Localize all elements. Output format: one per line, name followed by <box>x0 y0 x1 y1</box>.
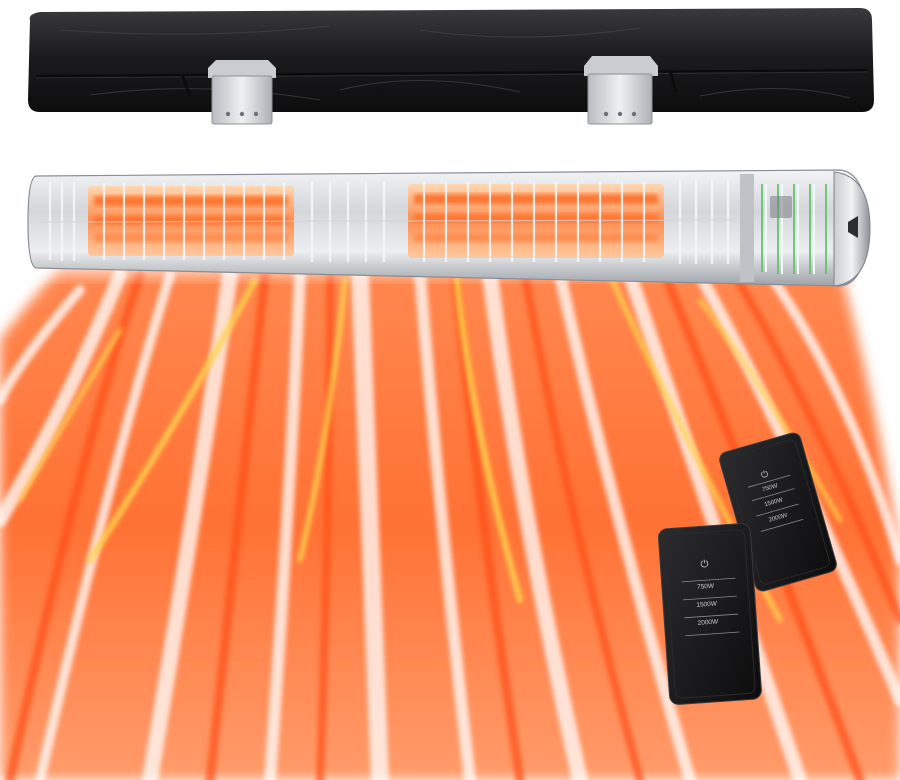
guard-grille <box>48 180 730 264</box>
mounting-bracket-right <box>584 56 658 125</box>
remote-back-level-1[interactable]: 750W <box>761 483 779 494</box>
storage-bag <box>28 8 874 125</box>
remote-front-level-1[interactable]: 750W <box>696 582 715 591</box>
receiver-window <box>770 196 792 218</box>
power-icon[interactable]: ⏻ <box>700 558 709 571</box>
remote-front-face: ⏻ 750W 1500W 2000W <box>658 523 762 705</box>
mounting-bracket-left <box>208 60 276 125</box>
remote-back-level-2[interactable]: 1500W <box>763 497 784 509</box>
remote-front-level-3[interactable]: 2000W <box>697 618 719 627</box>
remote-control-front <box>658 523 762 705</box>
end-cap <box>833 171 871 287</box>
control-panel <box>740 174 827 282</box>
power-switch-icon <box>848 216 858 238</box>
remote-front-level-2[interactable]: 1500W <box>696 600 718 609</box>
heater-unit <box>27 169 871 287</box>
remote-back-level-3[interactable]: 2000W <box>768 512 789 524</box>
power-icon[interactable]: ⏻ <box>759 468 770 481</box>
